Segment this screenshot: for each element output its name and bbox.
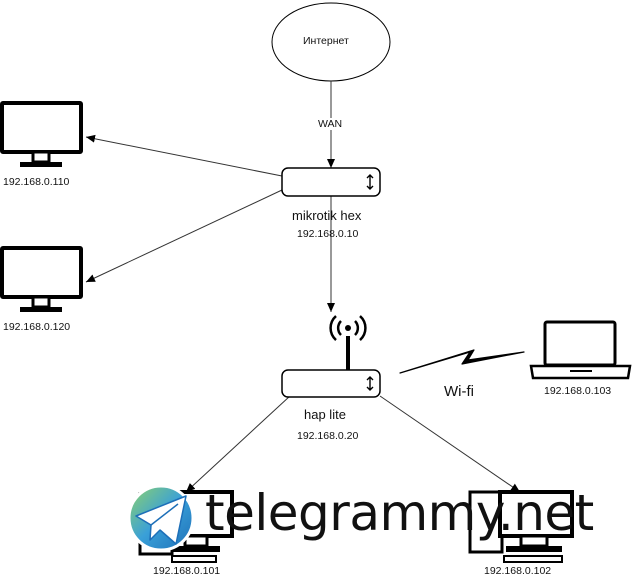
laptop-icon bbox=[529, 320, 632, 380]
watermark-text: telegrammy.net bbox=[205, 484, 594, 542]
desktop-2-ip: 192.168.0.102 bbox=[484, 565, 552, 577]
wan-label: WAN bbox=[317, 118, 344, 130]
antenna-icon bbox=[329, 315, 367, 371]
router-ap-ip: 192.168.0.20 bbox=[297, 430, 359, 442]
monitor-icon bbox=[0, 101, 83, 167]
link-hap-desktop-1 bbox=[185, 395, 291, 493]
telegram-logo bbox=[127, 484, 195, 552]
monitor-1-ip: 192.168.0.110 bbox=[3, 176, 70, 188]
desktop-1-ip: 192.168.0.101 bbox=[153, 565, 221, 577]
router-mikrotik-hex bbox=[281, 167, 381, 197]
desktop-computer-icon bbox=[468, 490, 574, 563]
router-hap-lite bbox=[281, 369, 381, 398]
laptop-ip: 192.168.0.103 bbox=[544, 385, 612, 397]
monitor-icon bbox=[0, 246, 83, 312]
router-main-ip: 192.168.0.10 bbox=[297, 228, 359, 240]
router-ap-name: hap lite bbox=[304, 407, 346, 422]
link-hex-monitor-1 bbox=[85, 134, 283, 177]
link-hex-monitor-2 bbox=[85, 189, 283, 283]
connections bbox=[85, 81, 521, 493]
internet-label: Интернет bbox=[303, 35, 349, 47]
link-hap-desktop-2 bbox=[379, 395, 521, 493]
wifi-label: Wi-fi bbox=[444, 383, 474, 400]
router-main-name: mikrotik hex bbox=[292, 208, 362, 223]
wifi-bolt-icon bbox=[399, 349, 525, 374]
monitor-2-ip: 192.168.0.120 bbox=[3, 321, 71, 333]
